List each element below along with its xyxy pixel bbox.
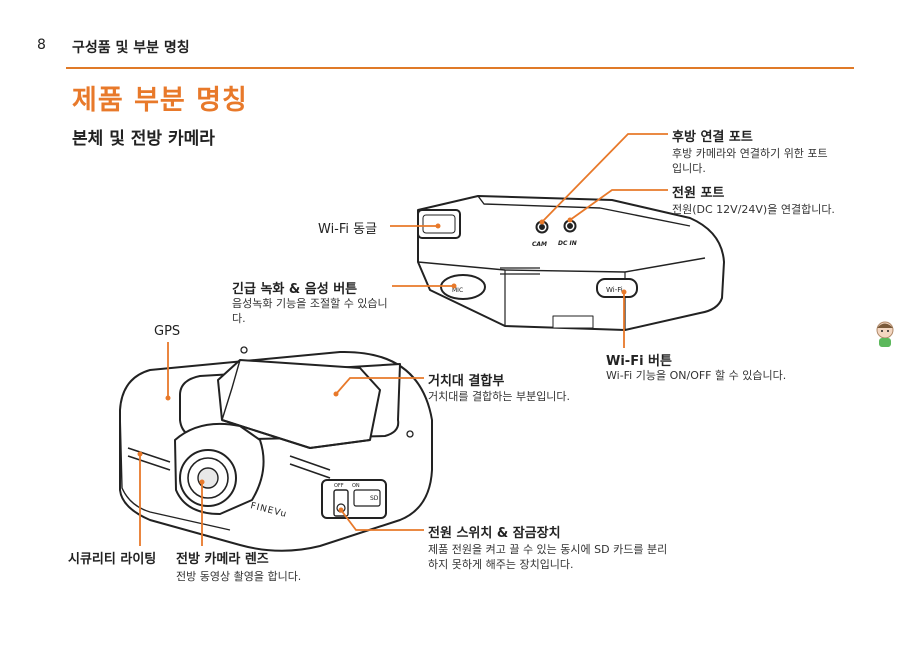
power-port-label: 전원 포트 (672, 182, 724, 201)
front-lens-label: 전방 카메라 렌즈 (176, 548, 269, 567)
character-face-icon (874, 320, 896, 348)
wifi-button-desc: Wi-Fi 기능을 ON/OFF 할 수 있습니다. (606, 368, 786, 383)
mount-desc: 거치대를 결합하는 부분입니다. (428, 389, 570, 404)
wifi-button-label: Wi-Fi 버튼 (606, 350, 672, 369)
switch-on-text: ON (352, 483, 360, 489)
wifi-dongle-label: Wi-Fi 동글 (318, 218, 377, 237)
power-switch-label: 전원 스위치 & 잠금장치 (428, 522, 561, 541)
mount-label: 거치대 결합부 (428, 370, 504, 389)
switch-off-text: OFF (334, 483, 344, 489)
security-light-label: 시큐리티 라이팅 (68, 548, 156, 567)
rear-port-label: 후방 연결 포트 (672, 126, 753, 145)
emergency-button-desc: 음성녹화 기능을 조절할 수 있습니다. (232, 296, 392, 326)
power-switch-desc: 제품 전원을 켜고 끌 수 있는 동시에 SD 카드를 분리하지 못하게 해주는… (428, 542, 668, 572)
gps-label: GPS (154, 324, 180, 339)
front-lens-desc: 전방 동영상 촬영을 합니다. (176, 569, 301, 584)
wifi-button-text: Wi-Fi (606, 286, 623, 294)
rear-port-desc: 후방 카메라와 연결하기 위한 포트입니다. (672, 146, 832, 176)
emergency-button-label: 긴급 녹화 & 음성 버튼 (232, 278, 357, 297)
dc-port-text: DC IN (558, 240, 577, 247)
power-port-desc: 전원(DC 12V/24V)을 연결합니다. (672, 202, 835, 217)
sd-text: SD (370, 495, 379, 502)
cam-port-text: CAM (532, 241, 547, 248)
